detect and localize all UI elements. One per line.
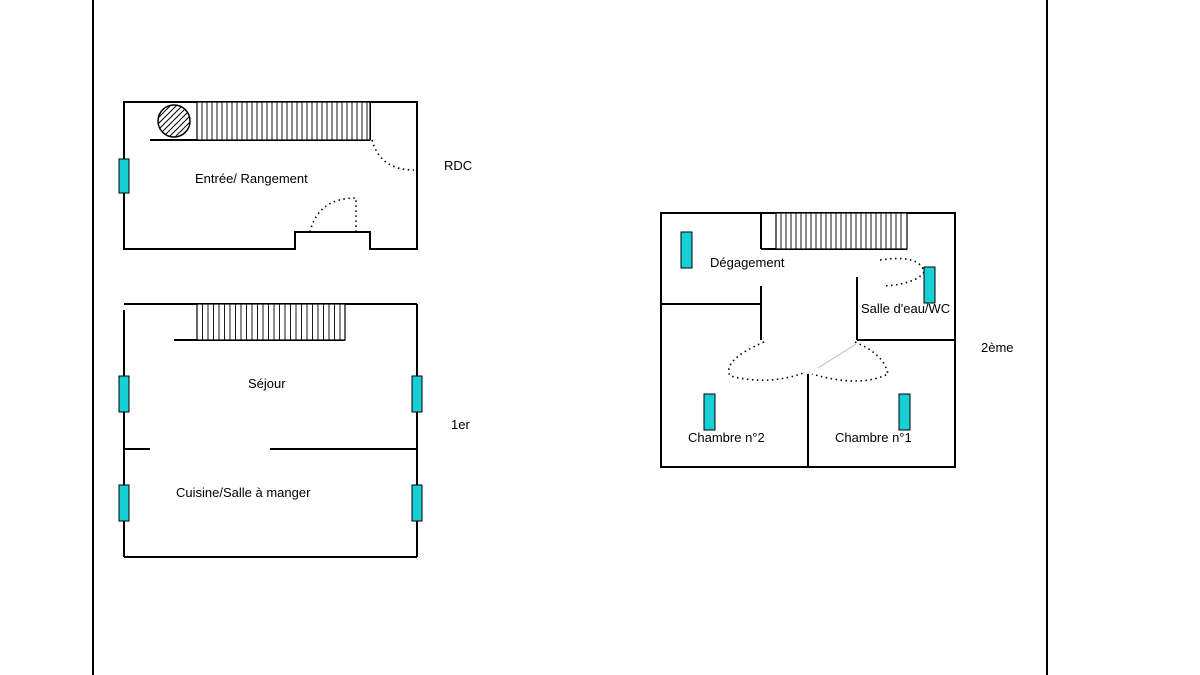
first-floor-plan: Séjour Cuisine/Salle à manger 1er [118,303,470,558]
stair-steps-icon [196,101,371,141]
room-label-entry: Entrée/ Rangement [195,171,308,186]
radiator-icon [680,231,693,269]
radiator-icon [923,266,936,304]
radiator-icon [411,375,423,413]
door-swing-icon [309,197,357,233]
ground-floor-walls [123,101,418,250]
room-label-bedroom1: Chambre n°1 [835,430,912,445]
floor-label-ground: RDC [444,158,472,173]
room-label-living: Séjour [248,376,286,391]
radiator-icon [703,393,716,431]
radiator-icon [118,158,130,194]
door-swing-icon [727,341,807,381]
door-swing-icon [879,257,925,287]
stair-steps-icon [196,303,346,341]
radiator-icon [118,375,130,413]
stair-well-icon [157,104,191,138]
radiator-icon [411,484,423,522]
second-floor-plan: Dégagement Salle d'eau/WC Chambre n°2 Ch… [660,212,1014,468]
stair-steps-icon [775,212,908,250]
floor-label-first: 1er [451,417,470,432]
ground-floor-plan: Entrée/ Rangement RDC [118,101,472,250]
room-label-bathroom: Salle d'eau/WC [861,301,950,316]
room-label-kitchen: Cuisine/Salle à manger [176,485,311,500]
radiator-icon [118,484,130,522]
radiator-icon [898,393,911,431]
room-label-bedroom2: Chambre n°2 [688,430,765,445]
door-swing-icon [371,139,415,171]
room-label-landing: Dégagement [710,255,785,270]
floor-label-second: 2ème [981,340,1014,355]
door-leaf [817,343,857,369]
